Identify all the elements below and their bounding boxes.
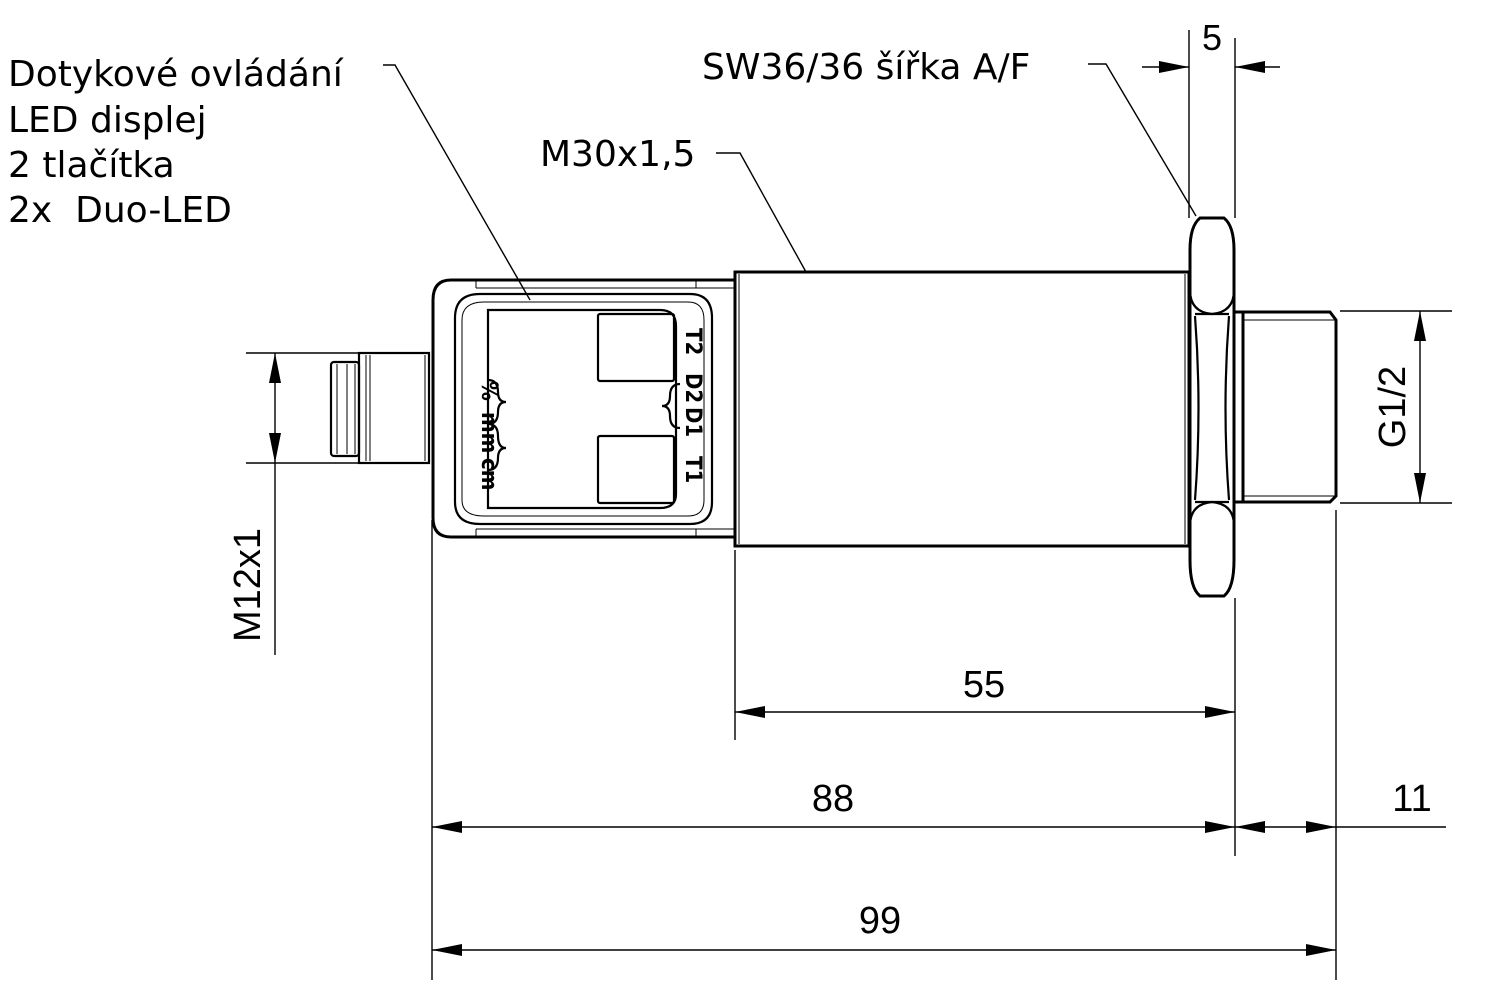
touch-button-lower [596,434,676,505]
dim-nut-width: 5 [1202,17,1222,58]
callout-line-touch: Dotykové ovládání [8,54,344,95]
channel-label-d1: D1 [680,407,705,437]
unit-bracket-lower [487,422,507,472]
sensor-body [733,270,1191,548]
callout-line-led: 2x Duo-LED [8,190,232,231]
dim-housing-length: 88 [812,778,854,820]
channel-label-d2: D2 [680,373,705,403]
unit-label-percent: % [476,381,501,401]
dim-process-thread: G1/2 [1372,366,1414,448]
housing-thread-label: M30x1,5 [540,134,695,175]
sensor-head: % mm cm T2 D2 D1 T1 [431,278,735,539]
process-connection [1234,310,1338,504]
wrench-size-label: SW36/36 šířka A/F [702,47,1030,88]
extension-lines [246,30,1452,980]
dim-connector-thread: M12x1 [227,528,269,642]
callout-line-display: LED displej [8,100,207,141]
wrench-size-leader [1088,63,1197,217]
m12-connector [329,351,431,465]
dim-thread-length: 11 [1392,778,1431,820]
callout-line-buttons: 2 tlačítka [8,145,175,186]
unit-bracket-upper [487,378,507,426]
touch-button-upper [596,312,676,383]
arrowheads [269,61,1426,956]
housing-thread-leader [716,152,807,273]
dim-body-length: 55 [963,664,1005,706]
channel-label-t1: T1 [680,456,705,483]
unit-label-mm: mm [476,412,501,453]
channel-bracket [661,382,681,430]
interface-leader [383,64,531,301]
unit-label-cm: cm [476,458,501,490]
channel-label-t2: T2 [680,328,705,355]
dim-total-length: 99 [859,900,901,942]
hex-nut [1188,216,1236,598]
interface-callout: Dotykové ovládání LED displej 2 tlačítka… [8,54,344,231]
display-window [486,308,678,510]
dimension-lines [274,66,1446,951]
